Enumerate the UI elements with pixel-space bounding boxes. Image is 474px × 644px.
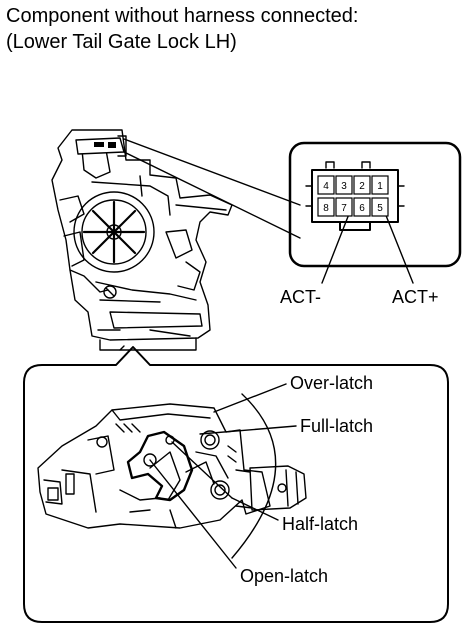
connector-pin-cell xyxy=(353,175,371,195)
over-latch-label: Over-latch xyxy=(290,373,373,393)
latch-mechanism-illustration xyxy=(37,403,307,529)
connector-callout xyxy=(288,141,462,268)
full-latch-label: Full-latch xyxy=(300,416,373,436)
connector-pin-cell xyxy=(371,197,389,217)
lock-assembly-illustration xyxy=(51,129,233,351)
connector-pin-number: 5 xyxy=(377,203,383,214)
act-minus-label: ACT- xyxy=(280,287,321,307)
over-latch-leader xyxy=(213,383,287,413)
open-latch-label: Open-latch xyxy=(240,566,328,586)
figure-title: Component without harness connected: xyxy=(6,5,359,27)
connector-pin-number: 4 xyxy=(323,181,329,192)
connector-pin-cell xyxy=(335,197,353,217)
act-plus-leader xyxy=(384,212,414,284)
connector-pin-number: 7 xyxy=(341,203,347,214)
half-latch-leader-b xyxy=(231,497,279,521)
latch-swing-arc xyxy=(231,393,277,559)
connector-pin-number: 1 xyxy=(377,181,383,192)
act-minus-leader xyxy=(321,213,350,284)
callout-line-lower xyxy=(123,151,301,239)
full-latch-leader xyxy=(199,425,297,435)
connector-pin-number: 2 xyxy=(359,181,365,192)
connector-pin-cell xyxy=(335,175,353,195)
connector-pin-grid: 4 3 2 1 8 7 6 5 xyxy=(317,175,389,217)
connector-pin-number: 6 xyxy=(359,203,365,214)
connector-pin-cell xyxy=(317,175,335,195)
connector-pin-cell xyxy=(371,175,389,195)
half-latch-leader-a xyxy=(171,441,233,499)
half-latch-label: Half-latch xyxy=(282,514,358,534)
detail-callout-frame xyxy=(23,346,449,623)
connector-pin-number: 3 xyxy=(341,181,347,192)
callout-line-upper xyxy=(123,138,301,206)
connector-pin-cell xyxy=(317,197,335,217)
open-latch-leader xyxy=(149,459,237,569)
figure-subtitle: (Lower Tail Gate Lock LH) xyxy=(6,31,237,53)
connector-pin-cell xyxy=(353,197,371,217)
connector-pin-number: 8 xyxy=(323,203,329,214)
act-plus-label: ACT+ xyxy=(392,287,439,307)
